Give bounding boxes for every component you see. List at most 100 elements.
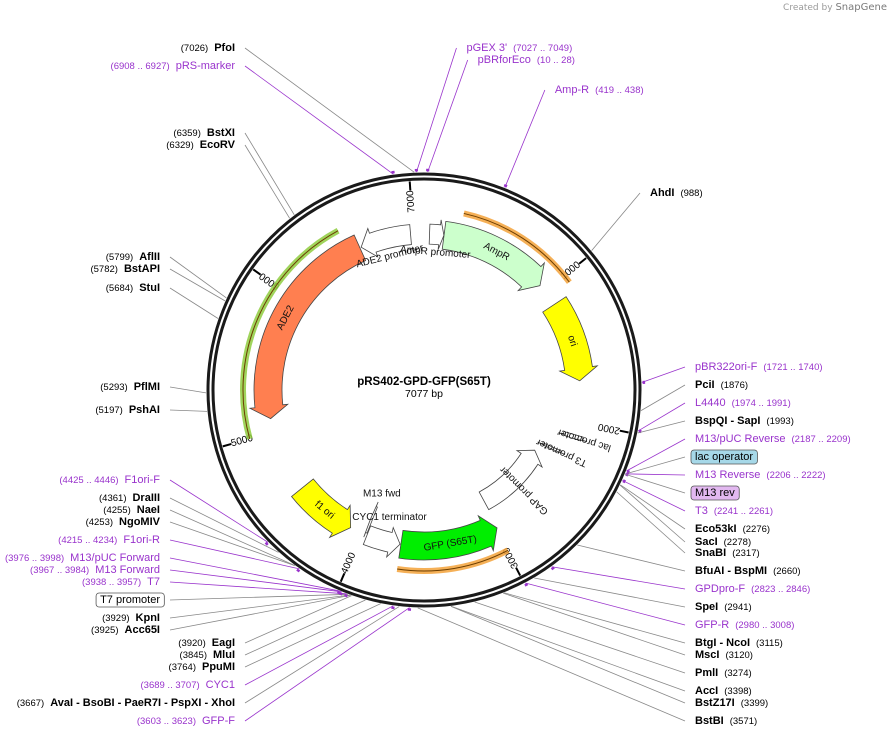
label-part: F1ori-F bbox=[125, 474, 161, 486]
label-text: MscI (3120) bbox=[695, 649, 753, 661]
enzyme-label: (3764)PpuMI bbox=[169, 661, 235, 673]
feature-f1-ori bbox=[290, 478, 352, 539]
label-part: MscI bbox=[695, 649, 719, 661]
label-text: pGEX 3'(7027 .. 7049) bbox=[466, 42, 572, 54]
label-text: (6359)BstXI bbox=[173, 127, 235, 139]
enzyme-label: BstBI(3571) bbox=[695, 715, 757, 727]
label-part: SnaBI bbox=[695, 547, 726, 559]
feature-ori bbox=[542, 296, 599, 382]
label-text: Eco53kI(2276) bbox=[695, 523, 770, 535]
primer-site bbox=[344, 593, 348, 598]
enzyme-label: BspQI - SapI(1993) bbox=[695, 415, 794, 427]
label-text: T7 promoter bbox=[100, 594, 160, 606]
label-part: Amp-R bbox=[555, 84, 589, 96]
label-part: (2276) bbox=[743, 524, 770, 535]
label-text: (3603 .. 3623)GFP-F bbox=[137, 715, 235, 727]
label-part: lac operator bbox=[695, 451, 753, 463]
label-part: - BsoBI bbox=[73, 697, 115, 709]
label-text: (5782)BstAPI bbox=[90, 263, 160, 275]
label-part: PfoI bbox=[214, 42, 235, 54]
label-part: - PaeR7I bbox=[115, 697, 161, 709]
label-text: M13/pUC Reverse(2187 .. 2209) bbox=[695, 433, 851, 445]
feature-label-m13-fwd: M13 fwd bbox=[363, 488, 401, 499]
leader-line bbox=[624, 473, 686, 494]
leader-line bbox=[169, 386, 207, 394]
label-text: PciI(1876) bbox=[695, 379, 748, 391]
primer-site bbox=[264, 541, 269, 546]
feature-gfp-s65t bbox=[398, 514, 498, 561]
label-part: AflII bbox=[139, 251, 160, 263]
enzyme-label: BstZ17I(3399) bbox=[695, 697, 768, 709]
primer-label: Amp-R (419 .. 438) bbox=[555, 84, 644, 96]
label-part: (3399) bbox=[741, 698, 768, 709]
label-part: (3929) bbox=[102, 613, 129, 624]
label-part: AvaI bbox=[50, 697, 73, 709]
label-text: (5197)PshAI bbox=[95, 404, 160, 416]
label-part: PciI bbox=[695, 379, 715, 391]
label-part: (5684) bbox=[106, 283, 133, 294]
primer-label: (4215 .. 4234)F1ori-R bbox=[58, 534, 160, 546]
leader-line bbox=[637, 420, 686, 434]
leader-line bbox=[169, 557, 340, 592]
tick-mark bbox=[339, 573, 346, 583]
primer-site bbox=[622, 479, 626, 484]
enzyme-label: (6359)BstXI bbox=[173, 127, 235, 139]
label-part: Acc65I bbox=[125, 624, 160, 636]
label-part: (2241 .. 2261) bbox=[714, 506, 773, 517]
label-part: (1721 .. 1740) bbox=[763, 362, 822, 373]
leader-line bbox=[640, 384, 686, 411]
label-part: (3845) bbox=[180, 650, 207, 661]
highlight-arcs bbox=[240, 210, 572, 574]
leader-line bbox=[169, 268, 226, 302]
primer-label: GPDpro-F(2823 .. 2846) bbox=[695, 583, 810, 595]
label-part: M13/pUC Forward bbox=[70, 552, 160, 564]
label-text: (3938 .. 3957)T7 bbox=[82, 576, 160, 588]
label-part: (5293) bbox=[100, 382, 127, 393]
leader-line bbox=[244, 607, 410, 722]
label-part: GFP-R bbox=[695, 619, 729, 631]
leader-line bbox=[637, 402, 686, 432]
primer-label: (6908 .. 6927)pRS-marker bbox=[111, 60, 236, 72]
label-text: BspQI - SapI(1993) bbox=[695, 415, 794, 427]
label-text: lac operator bbox=[695, 451, 753, 463]
leader-line bbox=[622, 480, 686, 512]
label-text: BstBI(3571) bbox=[695, 715, 757, 727]
feature-label-cyc1-terminator: CYC1 terminator bbox=[352, 512, 427, 523]
label-part: GPDpro-F bbox=[695, 583, 745, 595]
feature-m13-fwd bbox=[363, 501, 379, 538]
feature-box-label: T7 promoter bbox=[95, 592, 165, 608]
label-part: NaeI bbox=[137, 504, 160, 516]
enzyme-label: (3845)MluI bbox=[180, 649, 235, 661]
label-part: (3120) bbox=[725, 650, 752, 661]
tick-mark bbox=[408, 181, 412, 191]
label-part: PshAI bbox=[129, 404, 160, 416]
label-text: L4440(1974 .. 1991) bbox=[695, 397, 791, 409]
leader-line bbox=[503, 592, 686, 656]
label-text: SnaBI(2317) bbox=[695, 547, 760, 559]
label-text: pBRforEco(10 .. 28) bbox=[478, 54, 575, 66]
label-part: (1993) bbox=[766, 416, 793, 427]
label-text: BfuAI - BspMI(2660) bbox=[695, 565, 801, 577]
leader-line bbox=[641, 366, 686, 383]
leader-line bbox=[169, 594, 350, 619]
label-box bbox=[690, 449, 758, 465]
leader-line bbox=[427, 59, 469, 173]
tick-label: 7000 bbox=[405, 190, 418, 213]
feature-ade2 bbox=[248, 234, 367, 420]
label-part: (2206 .. 2222) bbox=[766, 470, 825, 481]
feature-ampr-promoter bbox=[428, 219, 445, 250]
primer-label: (3603 .. 3623)GFP-F bbox=[137, 715, 235, 727]
primer-label: pBRforEco(10 .. 28) bbox=[478, 54, 575, 66]
enzyme-label: (5799)AflII bbox=[106, 251, 160, 263]
label-part: pGEX 3' bbox=[466, 42, 507, 54]
leader-line bbox=[450, 605, 686, 704]
label-text: (3920)EagI bbox=[178, 637, 235, 649]
label-part: (7026) bbox=[181, 43, 208, 54]
label-text: (4425 .. 4446)F1ori-F bbox=[59, 474, 160, 486]
leader-line bbox=[169, 256, 227, 299]
feature-gap-promoter bbox=[478, 449, 544, 511]
credit-prefix: Created by bbox=[783, 3, 833, 13]
label-part: (419 .. 438) bbox=[595, 85, 644, 96]
primer-label: (3689 .. 3707)CYC1 bbox=[141, 679, 236, 691]
